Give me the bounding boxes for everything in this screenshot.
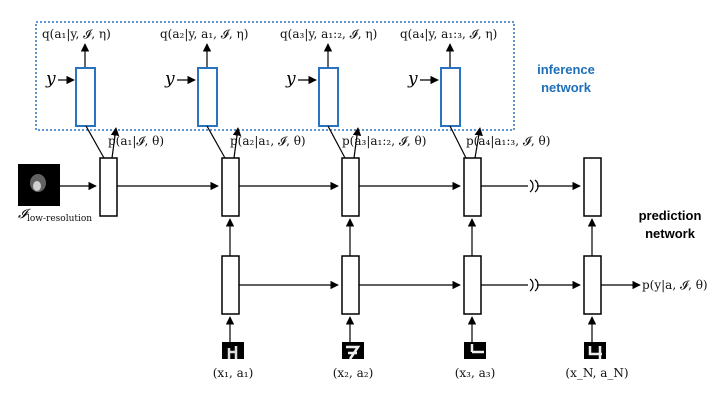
y-label-1: y	[45, 69, 56, 89]
ellipsis-break-top	[529, 179, 534, 193]
output-label: p(y|a, 𝓘, θ)	[642, 278, 708, 292]
inference-column-1: q(a₁|y, 𝓘, η) y	[42, 27, 111, 127]
p-label-3: p(a₃|a₁:₂, 𝓘, θ)	[342, 134, 426, 148]
inference-column-2: q(a₂|y, a₁, 𝓘, η) y	[160, 27, 248, 127]
p-label-2: p(a₂|a₁, 𝓘, θ)	[230, 134, 306, 148]
prediction-bottom-node-n	[583, 255, 602, 315]
p-label-1: p(a₁|𝓘, θ)	[108, 134, 164, 148]
glimpse-patch-1	[222, 342, 244, 359]
glimpse-patch-3	[464, 342, 486, 359]
inference-column-4: q(a₄|y, a₁:₃, 𝓘, η) y	[400, 27, 497, 127]
p-label-4: p(a₄|a₁:₃, 𝓘, θ)	[466, 134, 550, 148]
prediction-top-node-n	[583, 157, 602, 217]
prediction-network-title-line1: prediction	[639, 208, 702, 223]
inference-node-3	[318, 67, 339, 127]
input-label-3: (x₃, a₃)	[455, 366, 496, 380]
input-label-1: (x₁, a₁)	[213, 366, 254, 380]
ellipsis-break-bottom	[529, 278, 534, 292]
q-label-1: q(a₁|y, 𝓘, η)	[42, 27, 111, 41]
inference-network-box	[35, 21, 515, 131]
prediction-bottom-node-1	[221, 255, 240, 315]
inference-network-title-line2: network	[541, 80, 592, 95]
y-label-2: y	[164, 69, 175, 89]
q-label-2: q(a₂|y, a₁, 𝓘, η)	[160, 27, 248, 41]
inference-column-3: q(a₃|y, a₁:₂, 𝓘, η) y	[280, 27, 377, 127]
prediction-top-node-1	[99, 157, 118, 217]
input-label-n: (x_N, a_N)	[565, 366, 628, 380]
prediction-top-node-4	[463, 157, 482, 217]
y-label-3: y	[285, 69, 296, 89]
glimpse-patch-n	[584, 342, 606, 359]
y-label-4: y	[407, 69, 418, 89]
inference-node-4	[440, 67, 461, 127]
prediction-bottom-node-2	[341, 255, 360, 315]
low-resolution-subscript: low-resolution	[27, 214, 92, 224]
prediction-network-title-line2: network	[645, 226, 696, 241]
inference-node-2	[197, 67, 218, 127]
prediction-bottom-node-3	[463, 255, 482, 315]
inference-network-title-line1: inference	[537, 62, 595, 77]
input-label-2: (x₂, a₂)	[333, 366, 374, 380]
prediction-top-node-3	[341, 157, 360, 217]
q-label-4: q(a₄|y, a₁:₃, 𝓘, η)	[400, 27, 497, 41]
low-resolution-image	[18, 164, 60, 206]
q-label-3: q(a₃|y, a₁:₂, 𝓘, η)	[280, 27, 377, 41]
glimpse-patch-2	[342, 342, 364, 360]
prediction-top-node-2	[221, 157, 240, 217]
inference-node-1	[75, 67, 96, 127]
